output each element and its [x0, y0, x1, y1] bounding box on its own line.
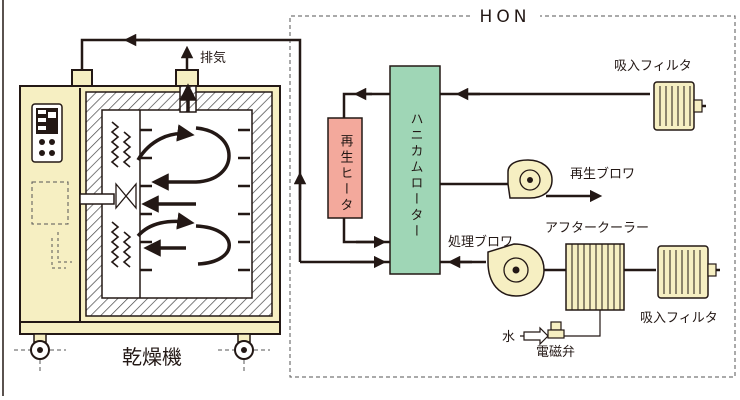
honeycomb-rotor: ハニカムローター — [389, 65, 441, 275]
regen-heater-label: 再生ヒータ — [338, 134, 354, 214]
airflow-arrows — [136, 83, 231, 266]
solenoid-valve-label: 電磁弁 — [536, 345, 575, 360]
heater-coil-lower-2 — [122, 231, 132, 268]
regen-blower-label: 再生ブロワ — [570, 166, 635, 182]
intake-filter-top: 吸入フィルタ — [614, 59, 703, 131]
inlet-fan — [115, 182, 137, 210]
honeycomb-rotor-label: ハニカムローター — [408, 112, 423, 240]
hon-label: HON — [480, 7, 531, 27]
inlet-nozzle — [79, 193, 115, 205]
control-panel — [31, 103, 63, 163]
solenoid-valve: 電磁弁 — [536, 321, 575, 360]
exhaust-label: 排気 — [200, 50, 226, 66]
dryer: 乾燥機 — [14, 69, 281, 372]
hon-enclosure: HON — [289, 7, 736, 378]
after-cooler-label: アフタークーラー — [545, 221, 649, 236]
dryer-top-vent-left — [71, 69, 93, 87]
hidden-box — [31, 181, 69, 225]
water-line: 水 — [502, 310, 601, 346]
process-blower: 処理ブロワ — [448, 234, 545, 297]
duct-return-top — [80, 38, 302, 262]
after-cooler: アフタークーラー — [545, 221, 649, 311]
dryer-label: 乾燥機 — [122, 345, 182, 369]
heater-coil-upper-2 — [122, 131, 132, 168]
regen-blower: 再生ブロワ — [507, 159, 635, 199]
caster-right — [218, 333, 270, 372]
dryer-top-vent-right — [175, 69, 199, 87]
regen-heater: 再生ヒータ — [327, 117, 363, 219]
hidden-duct — [51, 232, 72, 269]
intake-filter-top-label: 吸入フィルタ — [614, 59, 692, 74]
dryer-base — [19, 321, 281, 335]
heater-coil-lower — [110, 221, 120, 268]
duct-heater-bottom — [342, 218, 390, 244]
duct-heater-top — [342, 92, 390, 118]
heater-coil-upper — [110, 121, 120, 168]
process-blower-label: 処理ブロワ — [448, 234, 513, 250]
intake-filter-bottom: 吸入フィルタ — [640, 245, 718, 326]
caster-left — [14, 333, 66, 372]
water-label: 水 — [502, 330, 515, 345]
intake-filter-bottom-label: 吸入フィルタ — [640, 311, 718, 326]
